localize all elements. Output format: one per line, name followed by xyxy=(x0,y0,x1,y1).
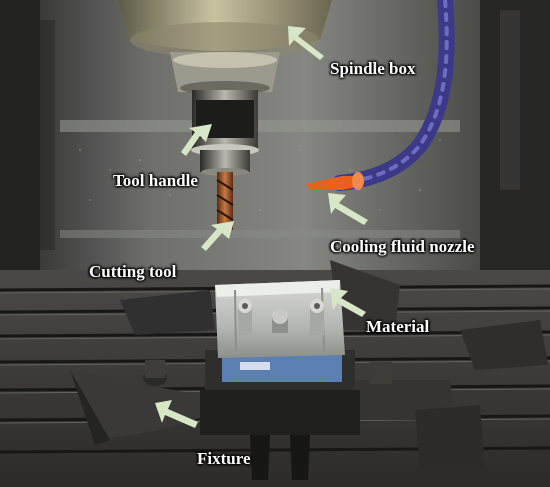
label-cooling-fluid-nozzle: Cooling fluid nozzle xyxy=(330,237,475,256)
label-tool-handle: Tool handle xyxy=(113,171,198,190)
label-cutting-tool: Cutting tool xyxy=(89,262,177,281)
label-fixture: Fixture xyxy=(197,449,251,468)
label-spindle-box: Spindle box xyxy=(330,59,416,78)
label-material: Material xyxy=(366,317,430,336)
